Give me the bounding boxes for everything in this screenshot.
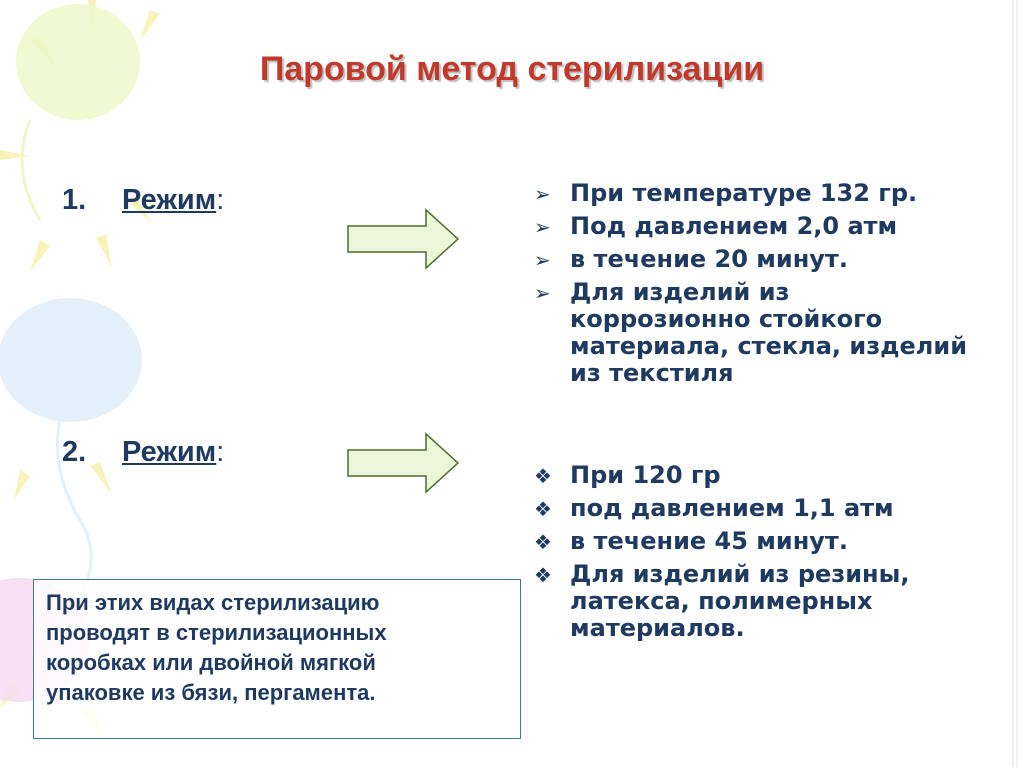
note-box: При этих видах стерилизацию проводят в с… (33, 579, 521, 739)
diamond-bullet-icon: ❖ (534, 530, 552, 554)
mode-1-heading: 1. Режим: (62, 184, 224, 217)
mode-1-label: Режим (122, 184, 217, 216)
list-item: ❖При 120 гр (534, 461, 721, 489)
list-item: ❖Для изделий из резины, латекса, полимер… (534, 560, 910, 642)
diamond-bullet-icon: ❖ (534, 563, 552, 587)
list-item: ➢Для изделий из коррозионно стойкого мат… (534, 278, 968, 387)
arrowhead-bullet-icon: ➢ (534, 182, 551, 206)
list-item: ➢При температуре 132 гр. (534, 179, 918, 207)
list-item: ❖в течение 45 минут. (534, 527, 848, 555)
page-title: Паровой метод стерилизации (259, 50, 765, 88)
diamond-bullet-icon: ❖ (534, 464, 552, 488)
mode-2-number: 2. (62, 436, 87, 468)
note-line: коробках или двойной мягкой (46, 650, 376, 675)
diamond-bullet-icon: ❖ (534, 497, 552, 521)
note-line: упаковке из бязи, пергамента. (46, 680, 376, 705)
arrowhead-bullet-icon: ➢ (534, 248, 551, 272)
mode-1-conditions-list: ➢При температуре 132 гр. ➢Под давлением … (532, 180, 972, 393)
mode-1-colon: : (216, 184, 225, 216)
list-item: ➢Под давлением 2,0 атм (534, 212, 898, 240)
note-line: При этих видах стерилизацию (46, 590, 380, 615)
arrowhead-bullet-icon: ➢ (534, 281, 551, 305)
mode-1-number: 1. (62, 184, 87, 216)
arrowhead-bullet-icon: ➢ (534, 215, 551, 239)
mode-2-label: Режим (122, 436, 217, 468)
right-arrow-icon (347, 432, 460, 494)
note-line: проводят в стерилизационных (46, 620, 387, 645)
right-arrow-icon (347, 208, 460, 270)
list-item: ❖под давлением 1,1 атм (534, 494, 894, 522)
mode-2-colon: : (216, 436, 225, 468)
mode-2-heading: 2. Режим: (62, 436, 224, 469)
mode-2-conditions-list: ❖При 120 гр ❖под давлением 1,1 атм ❖в те… (532, 462, 972, 648)
list-item: ➢в течение 20 минут. (534, 245, 848, 273)
